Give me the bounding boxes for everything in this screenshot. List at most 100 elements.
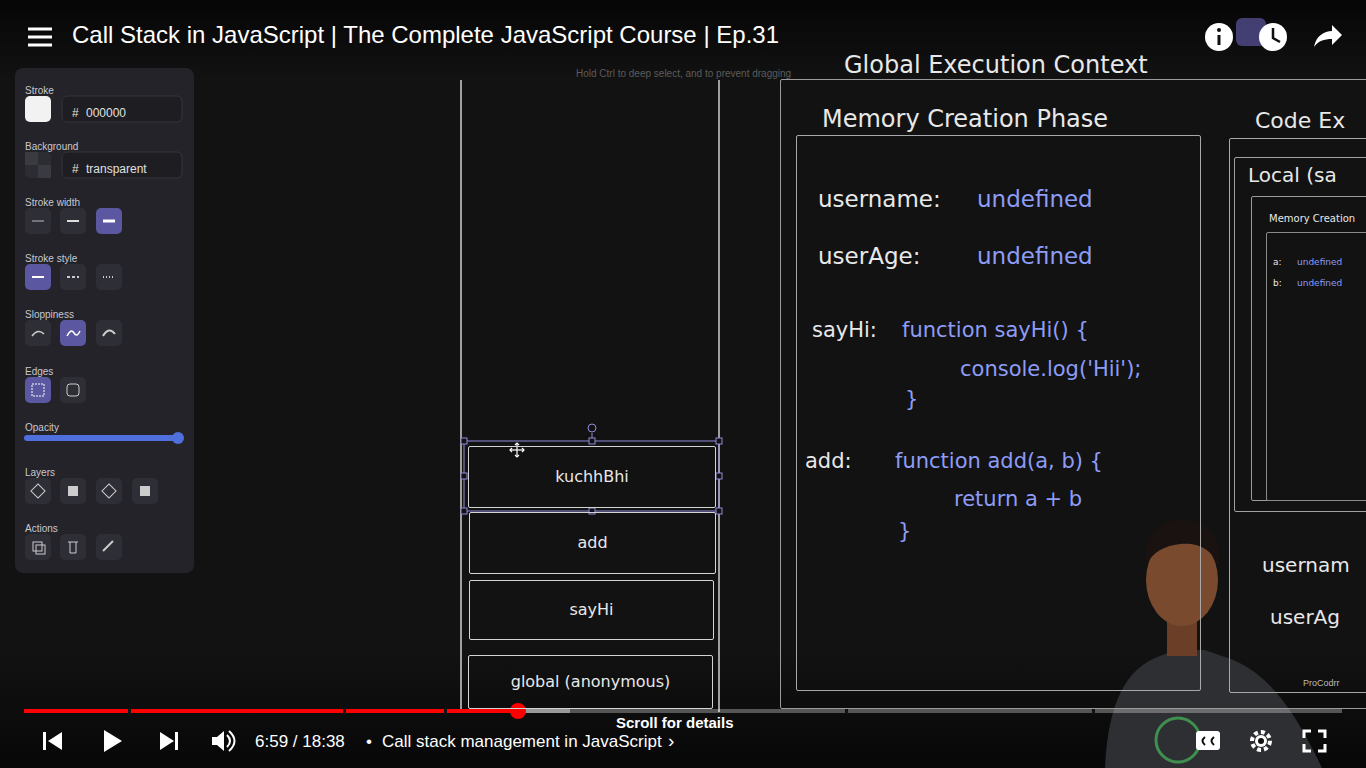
- text-anchor: Local (sa: [1248, 163, 1337, 187]
- label-text: Opacity: [25, 422, 59, 434]
- label-anchor: Sloppiness: [25, 304, 74, 322]
- label-text: Hold Ctrl to deep select, and to prevent…: [576, 68, 791, 80]
- text-anchor: function add(a, b) {: [895, 449, 1103, 474]
- label-anchor: usernam: [1262, 553, 1350, 577]
- box-text: undefined: [977, 186, 1093, 214]
- text-anchor: Code Ex: [1255, 108, 1345, 134]
- box-heading: a:: [1273, 257, 1282, 268]
- box-text: sayHi:: [812, 318, 877, 343]
- box-text: }: [898, 519, 911, 544]
- label-text: 000000: [86, 106, 126, 120]
- label-anchor: •: [366, 732, 372, 752]
- action-buttons: [25, 534, 122, 560]
- box-heading: Local (sa: [1248, 163, 1337, 187]
- label-anchor: Scroll for details: [616, 714, 734, 732]
- stroke-swatch: [25, 96, 51, 122]
- memory-phase-box: Memory Creation Phaseusername:undefinedu…: [796, 135, 1201, 691]
- label-anchor: transparent: [86, 159, 147, 177]
- stack-frame: add: [469, 512, 716, 574]
- label-anchor: Call stack management in JavaScript: [382, 732, 662, 752]
- label-anchor: Stroke style: [25, 248, 77, 266]
- label-text: usernam: [1262, 553, 1350, 577]
- label-anchor: Opacity: [25, 417, 59, 435]
- label-text: #: [72, 106, 79, 120]
- text-anchor: undefined: [1297, 251, 1342, 269]
- box-heading: global (anonymous): [511, 672, 671, 691]
- label-anchor: #: [72, 103, 79, 121]
- label-text: ›: [668, 730, 674, 753]
- text-anchor: undefined: [977, 243, 1093, 271]
- text-anchor: undefined: [977, 186, 1093, 214]
- label-text: transparent: [86, 162, 147, 176]
- text-anchor: return a + b: [954, 487, 1082, 512]
- label-text: •: [366, 732, 372, 752]
- box-text: console.log('Hii');: [960, 357, 1141, 382]
- label-text: Scroll for details: [616, 714, 734, 732]
- label-text: Stroke style: [25, 253, 77, 265]
- label-anchor: Stroke: [25, 80, 54, 98]
- label-anchor: Background: [25, 136, 78, 154]
- box-text: add:: [805, 449, 852, 474]
- local-memory-values: a: undefined b: undefined: [1266, 232, 1366, 501]
- text-anchor: undefined: [1297, 272, 1342, 290]
- text-anchor: userAge:: [818, 243, 920, 271]
- box-text: undefined: [1297, 278, 1342, 289]
- bottom-shade: [0, 650, 1366, 768]
- text-anchor: }: [905, 387, 918, 412]
- box-text: b:: [1273, 278, 1282, 289]
- box-text: function sayHi() {: [902, 318, 1089, 343]
- hex-field: [62, 96, 182, 122]
- box-heading: sayHi: [569, 600, 613, 619]
- text-anchor: }: [898, 519, 911, 544]
- box-heading: Global Execution Context: [844, 51, 1148, 80]
- text-anchor: add:: [805, 449, 852, 474]
- box-text: username:: [818, 186, 941, 214]
- box-heading: Code Ex: [1255, 108, 1345, 134]
- label-text: Sloppiness: [25, 309, 74, 321]
- text-anchor: console.log('Hii');: [960, 357, 1141, 382]
- label-text: 6:59 / 18:38: [255, 732, 345, 752]
- label-text: Edges: [25, 366, 53, 378]
- stack-frame: sayHi: [469, 580, 714, 640]
- call-stack-container: [461, 80, 719, 712]
- text-anchor: Global Execution Context: [844, 51, 1148, 80]
- text-anchor: b:: [1273, 272, 1282, 290]
- stroke-width-buttons: [25, 208, 122, 234]
- label-anchor: Hold Ctrl to deep select, and to prevent…: [576, 63, 791, 81]
- box-heading: Memory Creation: [1269, 213, 1355, 225]
- label-anchor: ›: [668, 730, 674, 753]
- label-anchor: 000000: [86, 103, 126, 121]
- label-anchor: Actions: [25, 518, 58, 536]
- box-heading: kuchhBhi: [555, 467, 629, 486]
- box-text: }: [905, 387, 918, 412]
- label-anchor: Edges: [25, 361, 53, 379]
- box-text: undefined: [977, 243, 1093, 271]
- menu-icon: [28, 29, 52, 45]
- info-icon: [1205, 23, 1233, 51]
- player-controls: [43, 730, 1325, 752]
- label-text: userAg: [1270, 605, 1340, 629]
- box-text: userAge:: [818, 243, 920, 271]
- label-text: Stroke: [25, 85, 54, 97]
- local-memory-box: Memory Creation a: undefined b: undefined: [1251, 196, 1366, 501]
- edges-buttons: [25, 377, 86, 403]
- stack-frame: global (anonymous): [468, 655, 713, 709]
- hex-field: [62, 152, 182, 178]
- text-anchor: function sayHi() {: [902, 318, 1089, 343]
- label-anchor: Layers: [25, 462, 55, 480]
- label-anchor: #: [72, 159, 79, 177]
- label-text: Layers: [25, 467, 55, 479]
- box-text: undefined: [1297, 257, 1342, 268]
- text-anchor: Memory Creation Phase: [822, 105, 1108, 134]
- box-heading: add: [577, 533, 607, 552]
- box-heading: Memory Creation Phase: [822, 105, 1108, 134]
- sloppiness-buttons: [25, 320, 122, 346]
- label-text: Background: [25, 141, 78, 153]
- stroke-style-buttons: [25, 264, 122, 290]
- label-anchor: 6:59 / 18:38: [255, 732, 345, 752]
- box-text: function add(a, b) {: [895, 449, 1103, 474]
- label-text: Call stack management in JavaScript: [382, 732, 662, 752]
